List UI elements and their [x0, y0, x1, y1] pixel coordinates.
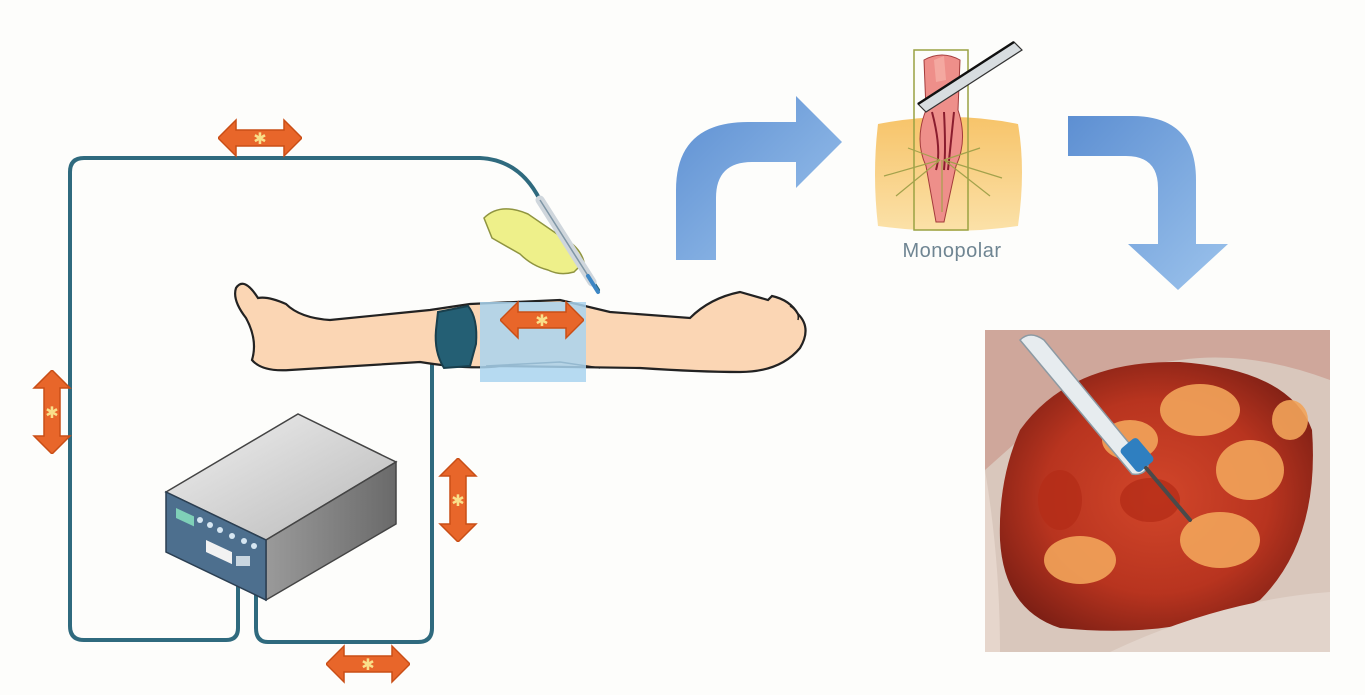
electrosurgical-pencil-icon [484, 200, 598, 292]
current-flow-arrow-icon [218, 120, 302, 156]
monopolar-label: Monopolar [862, 240, 1042, 263]
return-pad-icon [436, 306, 477, 368]
current-flow-arrow-icon [326, 646, 410, 682]
patient-icon [235, 284, 805, 382]
electrosurgical-generator-icon [166, 414, 396, 600]
current-flow-arrow-icon [440, 458, 476, 542]
blue-flow-arrow-icon [1068, 116, 1228, 290]
surgical-photo [985, 330, 1330, 652]
tissue-cross-section-icon [875, 42, 1022, 231]
current-flow-arrow-icon [34, 370, 70, 454]
blue-flow-arrow-icon [676, 96, 842, 260]
